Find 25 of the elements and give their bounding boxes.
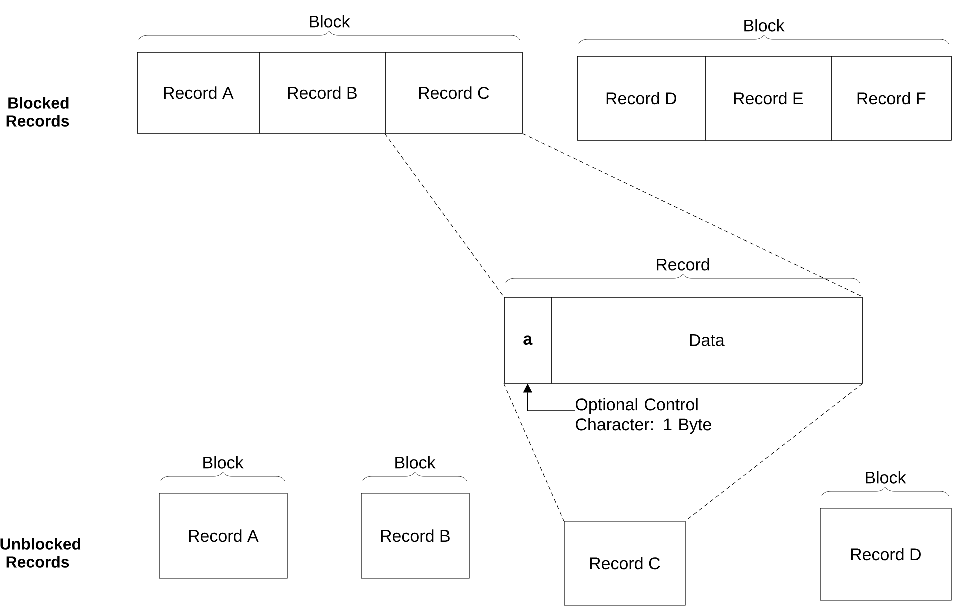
row-label: Unblocked Records: [0, 538, 81, 568]
brace-label: Block: [396, 456, 436, 469]
record-cell: Data: [551, 297, 863, 384]
record-cell: Record A: [137, 52, 260, 134]
zoom-line: [384, 134, 504, 298]
record-cell: Record E: [705, 56, 832, 141]
record-cell: a: [504, 297, 552, 384]
record-box: Record A: [159, 493, 288, 579]
row-label: Blocked Records: [6, 97, 70, 127]
record-cell: Record D: [577, 56, 706, 141]
record-cell: Record C: [385, 52, 523, 134]
zoom-line: [522, 134, 864, 298]
zoom-line: [504, 384, 564, 522]
record-box: Record D: [820, 508, 952, 601]
annotation-text: Optional Control Character: 1 Byte: [576, 398, 712, 434]
zoom-line: [686, 384, 864, 522]
brace-label: Block: [744, 19, 785, 32]
record-box: Record B: [361, 493, 470, 579]
record-cell: Record F: [831, 56, 952, 141]
record-box: Record C: [564, 521, 686, 606]
record-cell: Record B: [259, 52, 386, 134]
brace-label: Record: [657, 258, 710, 271]
brace-label: Block: [866, 471, 906, 484]
brace-label: Block: [310, 15, 350, 28]
brace-label: Block: [204, 456, 244, 469]
